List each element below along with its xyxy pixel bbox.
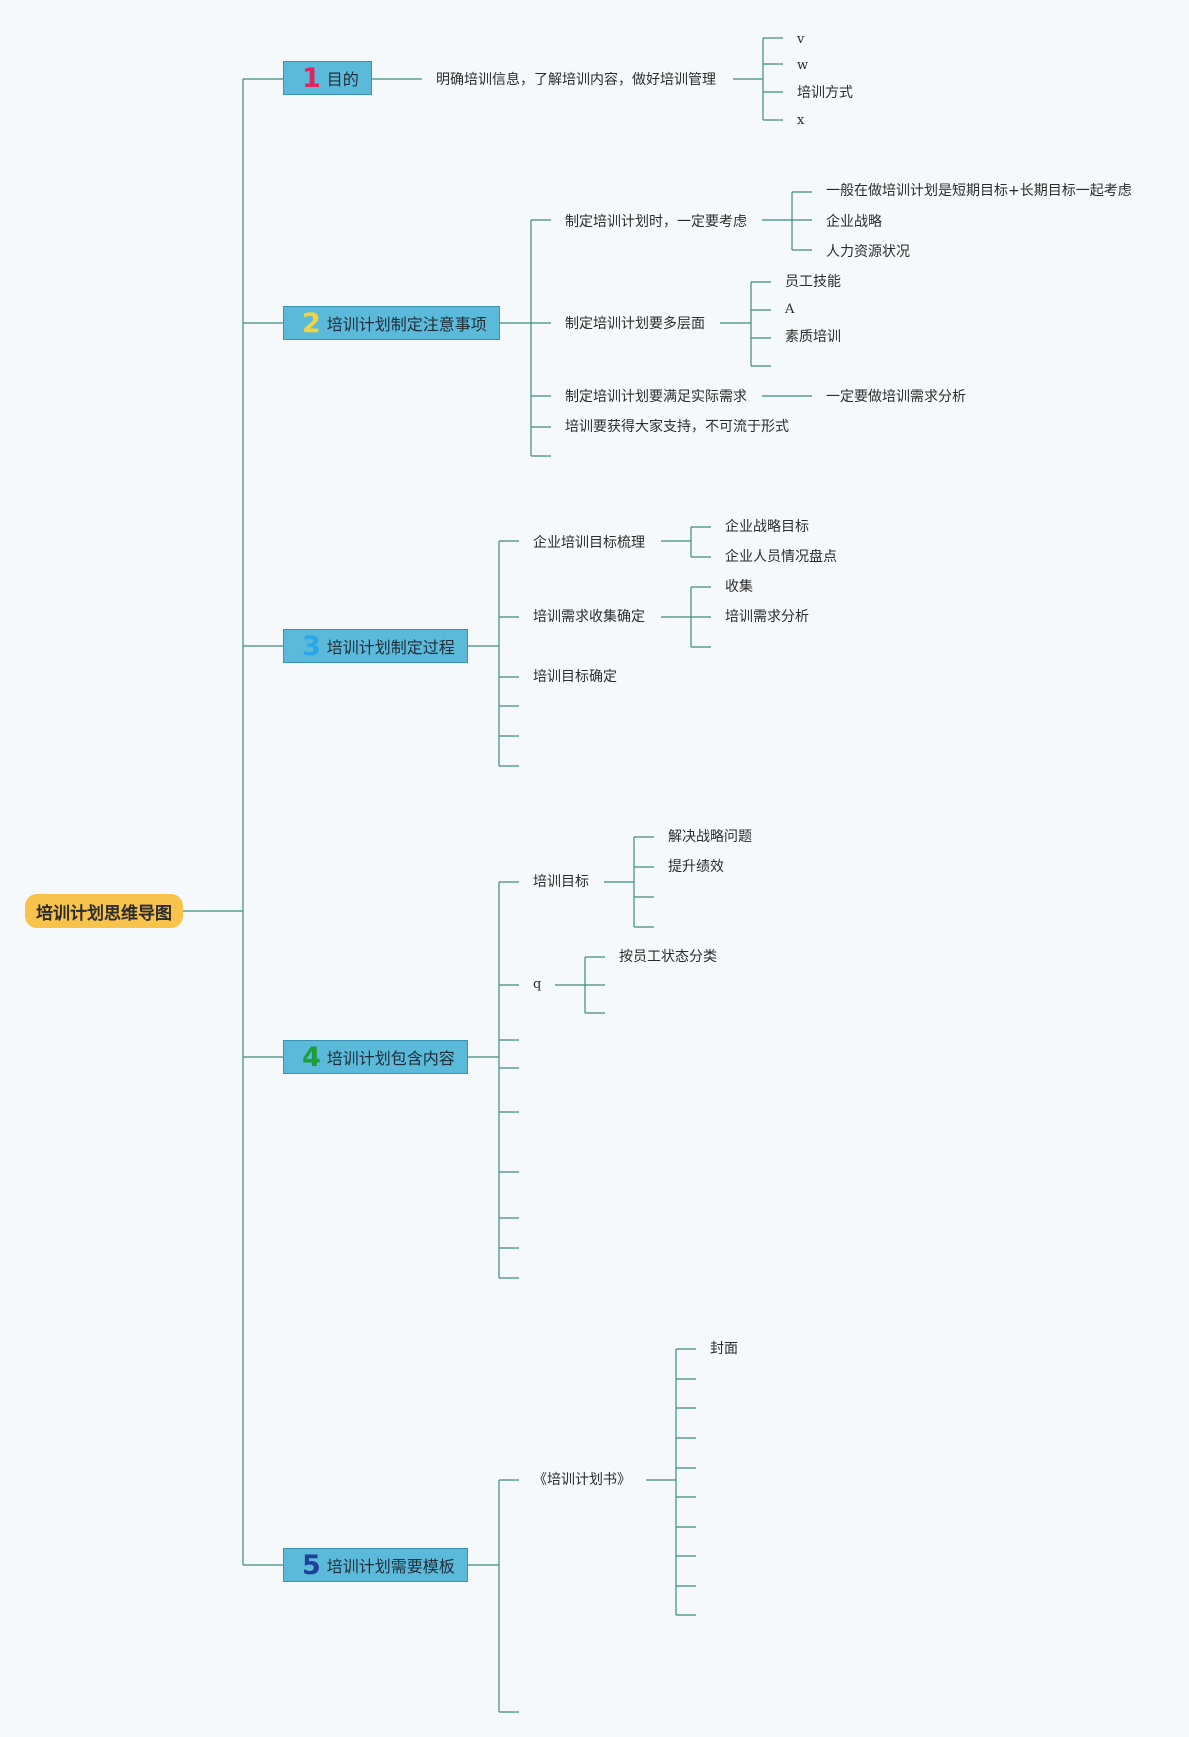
topic-purpose[interactable]: 1 目的 <box>283 61 372 95</box>
topic-label: 目的 <box>326 70 359 89</box>
node-goal-confirm[interactable]: 培训目标确定 <box>533 669 617 685</box>
node-get-support[interactable]: 培训要获得大家支持，不可流于形式 <box>565 419 789 435</box>
leaf-collect[interactable]: 收集 <box>725 579 753 595</box>
leaf-cover[interactable]: 封面 <box>710 1341 738 1357</box>
topic-process[interactable]: 3 培训计划制定过程 <box>283 629 468 663</box>
node-actual-needs[interactable]: 制定培训计划要满足实际需求 <box>565 389 747 405</box>
leaf-enterprise-strategy[interactable]: 企业战略 <box>826 214 882 230</box>
topic-considerations[interactable]: 2 培训计划制定注意事项 <box>283 306 500 340</box>
leaf-employee-skills[interactable]: 员工技能 <box>785 274 841 290</box>
topic-label: 培训计划制定过程 <box>326 638 455 657</box>
leaf-w[interactable]: w <box>797 58 809 73</box>
topic-label: 培训计划需要模板 <box>326 1557 455 1576</box>
number-4-icon: 4 <box>302 1041 321 1073</box>
node-training-plan-book[interactable]: 《培训计划书》 <box>533 1472 631 1488</box>
leaf-quality-training[interactable]: 素质培训 <box>785 329 841 345</box>
leaf-short-long-term[interactable]: 一般在做培训计划是短期目标+长期目标一起考虑 <box>826 183 1132 199</box>
node-multi-level[interactable]: 制定培训计划要多层面 <box>565 316 705 332</box>
leaf-hr-status[interactable]: 人力资源状况 <box>826 244 910 260</box>
topic-label: 培训计划包含内容 <box>326 1049 455 1068</box>
number-1-icon: 1 <box>302 62 321 94</box>
leaf-a[interactable]: A <box>785 302 795 317</box>
topic-templates[interactable]: 5 培训计划需要模板 <box>283 1548 468 1582</box>
leaf-x[interactable]: x <box>797 113 805 128</box>
leaf-solve-strategy[interactable]: 解决战略问题 <box>668 829 752 845</box>
number-3-icon: 3 <box>302 630 321 662</box>
node-needs-collection[interactable]: 培训需求收集确定 <box>533 609 645 625</box>
leaf-v[interactable]: v <box>797 32 805 47</box>
leaf-needs-analysis[interactable]: 一定要做培训需求分析 <box>826 389 966 405</box>
node-q[interactable]: q <box>533 977 542 992</box>
topic-label: 培训计划制定注意事项 <box>326 315 487 334</box>
node-goal-review[interactable]: 企业培训目标梳理 <box>533 535 645 551</box>
leaf-by-employee-status[interactable]: 按员工状态分类 <box>619 949 717 965</box>
node-purpose-detail[interactable]: 明确培训信息，了解培训内容，做好培训管理 <box>436 72 716 88</box>
number-5-icon: 5 <box>302 1549 321 1581</box>
leaf-improve-performance[interactable]: 提升绩效 <box>668 859 724 875</box>
topic-contents[interactable]: 4 培训计划包含内容 <box>283 1040 468 1074</box>
leaf-strategic-goal[interactable]: 企业战略目标 <box>725 519 809 535</box>
number-2-icon: 2 <box>302 307 321 339</box>
node-training-goal[interactable]: 培训目标 <box>533 874 589 890</box>
leaf-staff-inventory[interactable]: 企业人员情况盘点 <box>725 549 837 565</box>
root-topic[interactable]: 培训计划思维导图 <box>25 894 183 928</box>
leaf-training-needs-analysis[interactable]: 培训需求分析 <box>725 609 809 625</box>
node-must-consider[interactable]: 制定培训计划时，一定要考虑 <box>565 214 747 230</box>
leaf-training-method[interactable]: 培训方式 <box>797 85 853 101</box>
